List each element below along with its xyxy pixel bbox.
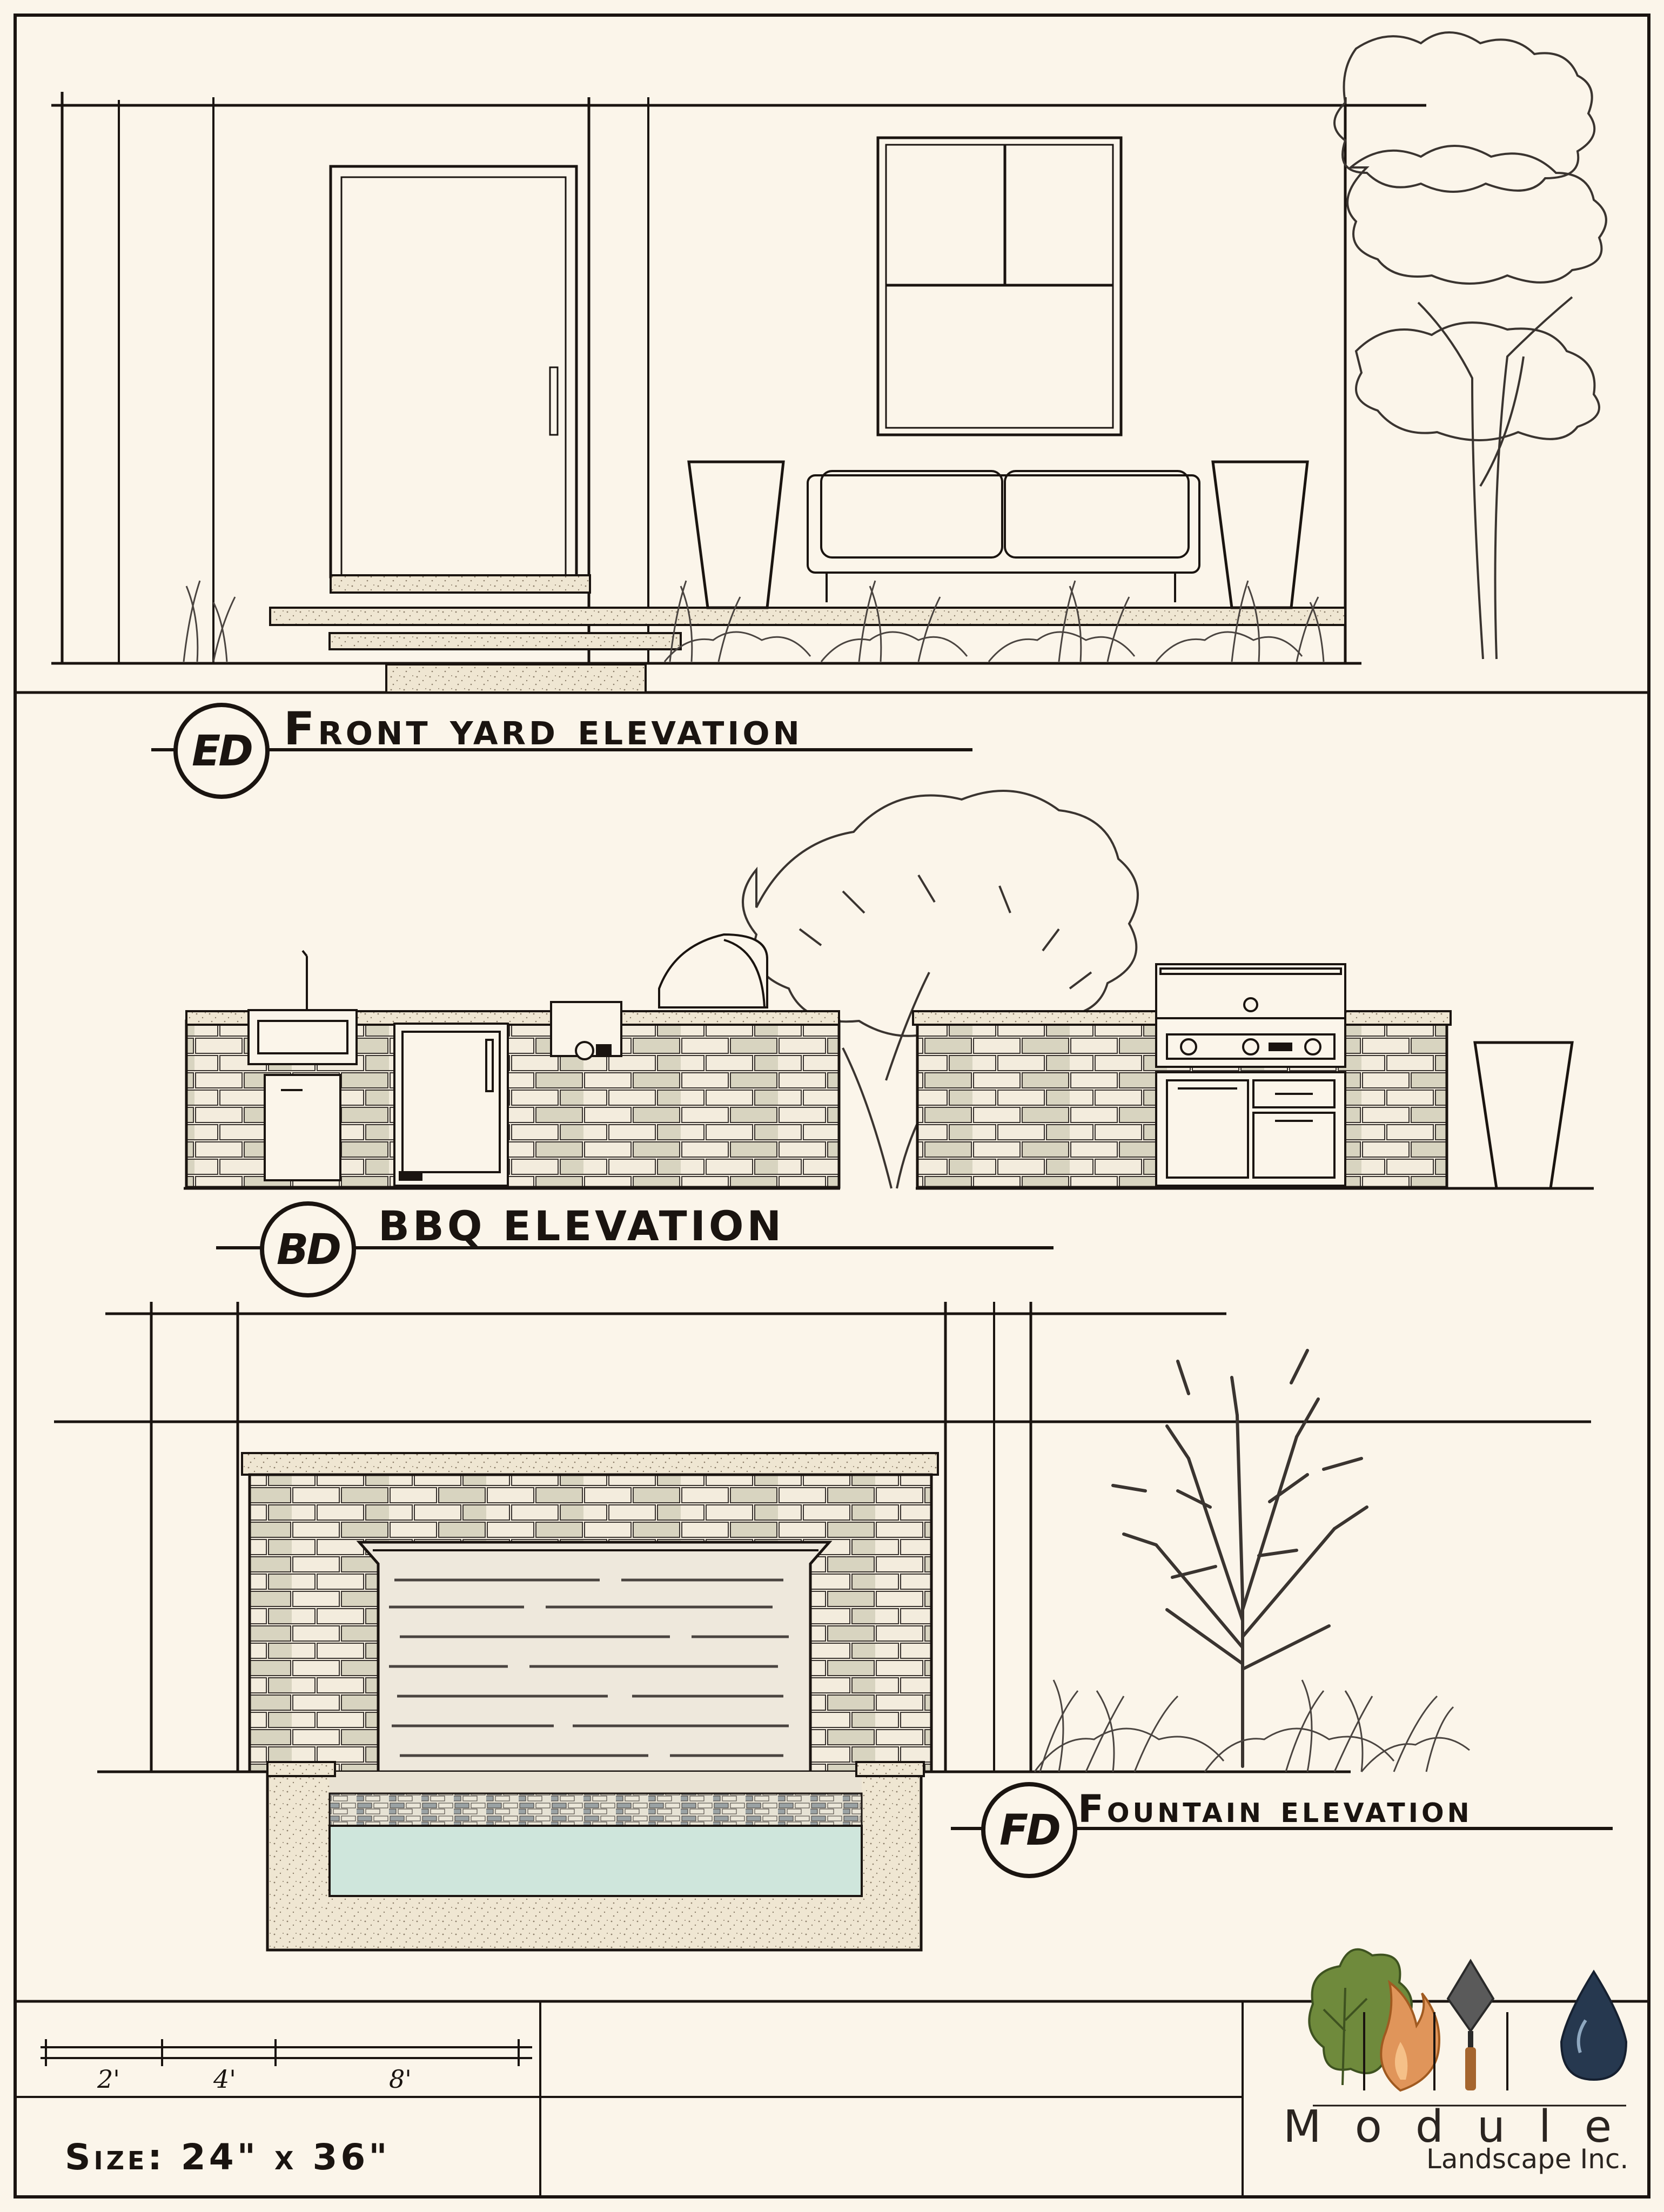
front-window	[876, 136, 1123, 436]
trowel-icon	[1446, 1959, 1495, 2090]
planter-right	[1211, 460, 1309, 609]
tag-bd: BD	[276, 1226, 341, 1274]
brand-logo	[1308, 1948, 1628, 2107]
front-door	[329, 165, 578, 579]
planter-left	[687, 460, 785, 609]
bbq-tree	[742, 790, 1139, 1189]
scale-label-2ft: 2'	[97, 2065, 120, 2094]
tag-circle-ed	[173, 703, 270, 799]
tag-circle-fd	[981, 1782, 1077, 1878]
sofa	[807, 470, 1200, 602]
flame-icon	[1380, 1980, 1440, 2092]
fountain-elevation-title: Fountain elevation	[1078, 1787, 1473, 1831]
brand-name: Module	[1283, 2101, 1646, 2153]
side-burner	[550, 1001, 622, 1060]
title-leaders	[151, 703, 1613, 1878]
sink-cabinet	[264, 1074, 341, 1181]
front-yard-elevation-title: Front yard elevation	[284, 702, 803, 755]
bbq-elevation	[184, 790, 1594, 1190]
smoker	[658, 933, 768, 1008]
tag-fd: FD	[999, 1806, 1061, 1855]
water-drop-icon	[1560, 1969, 1628, 2081]
brand-subtitle: Landscape Inc.	[1426, 2143, 1629, 2175]
tag-ed: ED	[191, 727, 253, 776]
bbq-fridge	[393, 1023, 509, 1187]
scale-label-8ft: 8'	[389, 2065, 412, 2094]
front-yard-elevation	[16, 31, 1648, 694]
bbq-planter	[1473, 1041, 1574, 1190]
bbq-elevation-title: BBQ ELEVATION	[378, 1202, 785, 1250]
bbq-sink	[247, 950, 358, 1065]
fountain-elevation	[54, 1302, 1591, 1952]
tag-circle-bd	[260, 1201, 356, 1297]
fountain-grass	[1034, 1679, 1470, 1772]
fountain-basin	[266, 1761, 925, 1952]
scale-label-4ft: 4'	[213, 2065, 236, 2094]
scale-bar	[41, 2039, 532, 2066]
front-tree	[1333, 31, 1607, 660]
fountain-tree	[1111, 1349, 1368, 1768]
sheet-size-label: Size: 24" x 36"	[65, 2136, 391, 2178]
bbq-grill	[1155, 963, 1346, 1187]
water-sheet	[356, 1541, 833, 1773]
grass-row	[183, 580, 1325, 662]
